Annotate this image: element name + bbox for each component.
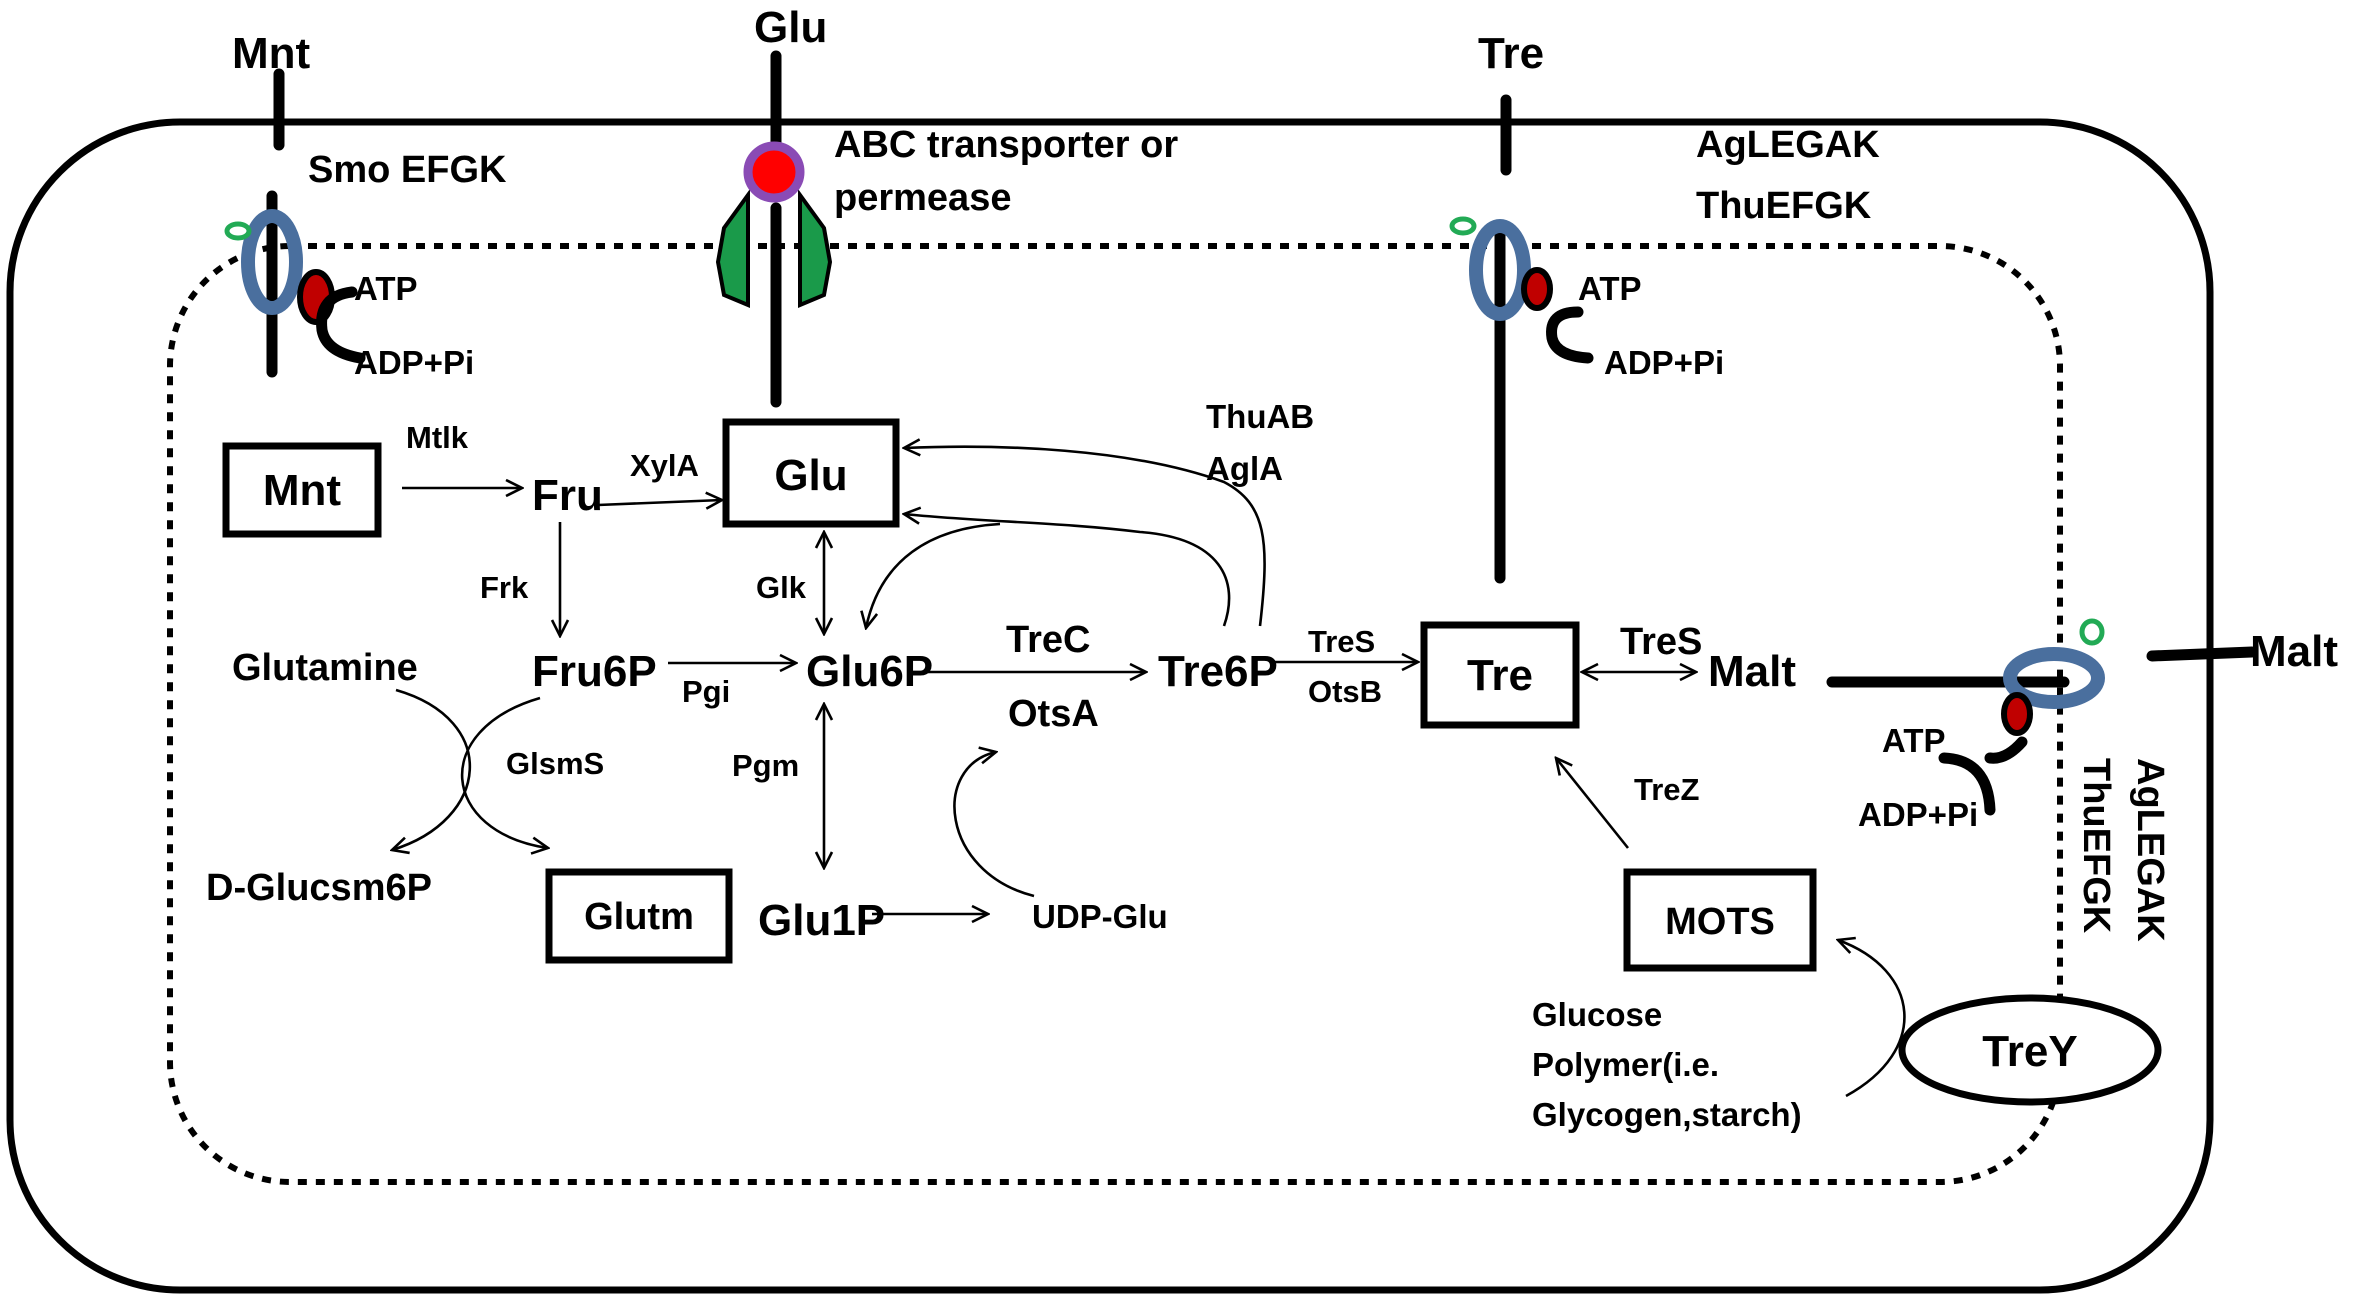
tre6p-label: Tre6P [1158,647,1278,696]
frk-enzyme: Frk [480,570,529,605]
atp-hydrolysis-arrow [1938,752,1996,816]
glucose-polymer-line2: Polymer(i.e. [1532,1046,1719,1083]
agla-enzyme: AglA [1206,450,1283,487]
fru6p-label: Fru6P [532,647,657,696]
permease-label: permease [834,177,1011,219]
abc-port-icon [743,141,805,203]
mnt-box-label: Mnt [263,466,342,515]
glk-enzyme: Glk [756,570,807,605]
trey-ellipse [1898,994,2162,1106]
thuab-enzyme: ThuAB [1206,398,1314,435]
thuefgk-side-label: ThuEFGK [2075,758,2117,934]
glucose-polymer-line1: Glucose [1532,996,1662,1033]
glutm-box [545,868,733,964]
atp-hydrolysis-arrow [316,286,366,364]
maltose-transporter [1826,618,2258,816]
adp-label-left: ADP+Pi [354,344,474,381]
otsa-enzyme: OtsA [1008,693,1099,735]
abc-transporter-label: ABC transporter or [834,124,1178,166]
atp-binding-icon [1521,267,1553,311]
arrow-tre6p-to-glu-lower [904,514,1231,627]
substrate-binding-icon [224,221,252,241]
trez-enzyme: TreZ [1634,772,1700,807]
mnt-box [222,442,382,538]
tres-right-enzyme: TreS [1620,621,1702,663]
arrow-mots-to-tre [1556,758,1630,849]
abc-channel-left [715,188,750,308]
glsms-enzyme: GlsmS [506,746,604,781]
external-tre-label: Tre [1478,29,1544,78]
arrow-tre6p-to-glu-upper [904,447,1266,627]
pgi-enzyme: Pgi [682,674,730,709]
d-glucsm6p-label: D-Glucsm6P [206,867,432,909]
glu-box-label: Glu [774,451,847,500]
smo-efgk-transporter [224,68,366,378]
trehalose-transporter [1449,94,1594,584]
udp-glu-label: UDP-Glu [1032,898,1168,935]
adp-label-malt: ADP+Pi [1858,796,1978,833]
atp-hydrolysis-arrow [1546,306,1594,364]
malt-internal-label: Malt [1708,647,1796,696]
arrow-fru-to-glu [597,500,722,505]
glu6p-label: Glu6P [806,647,933,696]
atp-label-right: ATP [1578,270,1642,307]
glu1p-label: Glu1P [758,896,885,945]
substrate-binding-icon [2079,618,2105,646]
pgm-enzyme: Pgm [732,748,799,783]
xyla-enzyme: XylA [630,448,699,483]
thuefgk-top-label: ThuEFGK [1696,185,1872,227]
fru-label: Fru [532,471,603,520]
atp-binding-icon [2001,692,2033,736]
glutamine-label: Glutamine [232,647,418,689]
aglegak-side-label: AgLEGAK [2129,758,2171,942]
external-malt-label: Malt [2250,627,2338,676]
substrate-binding-icon [1449,216,1477,236]
cell-membrane [167,243,2063,1185]
abc-channel-right [798,188,833,308]
otsb-enzyme: OtsB [1308,674,1382,709]
smo-efgk-label: Smo EFGK [308,149,507,191]
mots-box-label: MOTS [1665,901,1775,943]
arrow-glutamine-to-dglucsm6p [392,688,472,850]
glucose-polymer-line3: Glycogen,starch) [1532,1096,1802,1133]
cell-wall [6,118,2214,1294]
arrow-udpglu-to-otsa [953,752,1035,898]
tre-box-label: Tre [1467,651,1533,700]
external-glu-label: Glu [754,3,827,52]
aglegak-top-label: AgLEGAK [1696,124,1880,166]
atp-label-left: ATP [354,270,418,307]
arrow-tre6p-to-glu6p [866,522,1001,628]
abc-transporter [715,50,833,408]
external-mnt-label: Mnt [232,29,311,78]
tres-left-enzyme: TreS [1308,624,1375,659]
atp-label-malt: ATP [1882,722,1946,759]
glu-box [722,418,900,528]
arrow-polymer-to-mots [1838,940,1906,1098]
atp-hydrolysis-arrow [1984,736,2028,764]
trec-enzyme: TreC [1006,619,1090,661]
adp-label-right: ADP+Pi [1604,344,1724,381]
trey-label: TreY [1982,1027,2077,1076]
mtlk-enzyme: Mtlk [406,420,469,455]
arrow-fru6p-to-glutm [460,696,548,848]
tre-box [1420,621,1580,729]
mots-box [1623,868,1817,972]
glutm-box-label: Glutm [584,896,694,938]
